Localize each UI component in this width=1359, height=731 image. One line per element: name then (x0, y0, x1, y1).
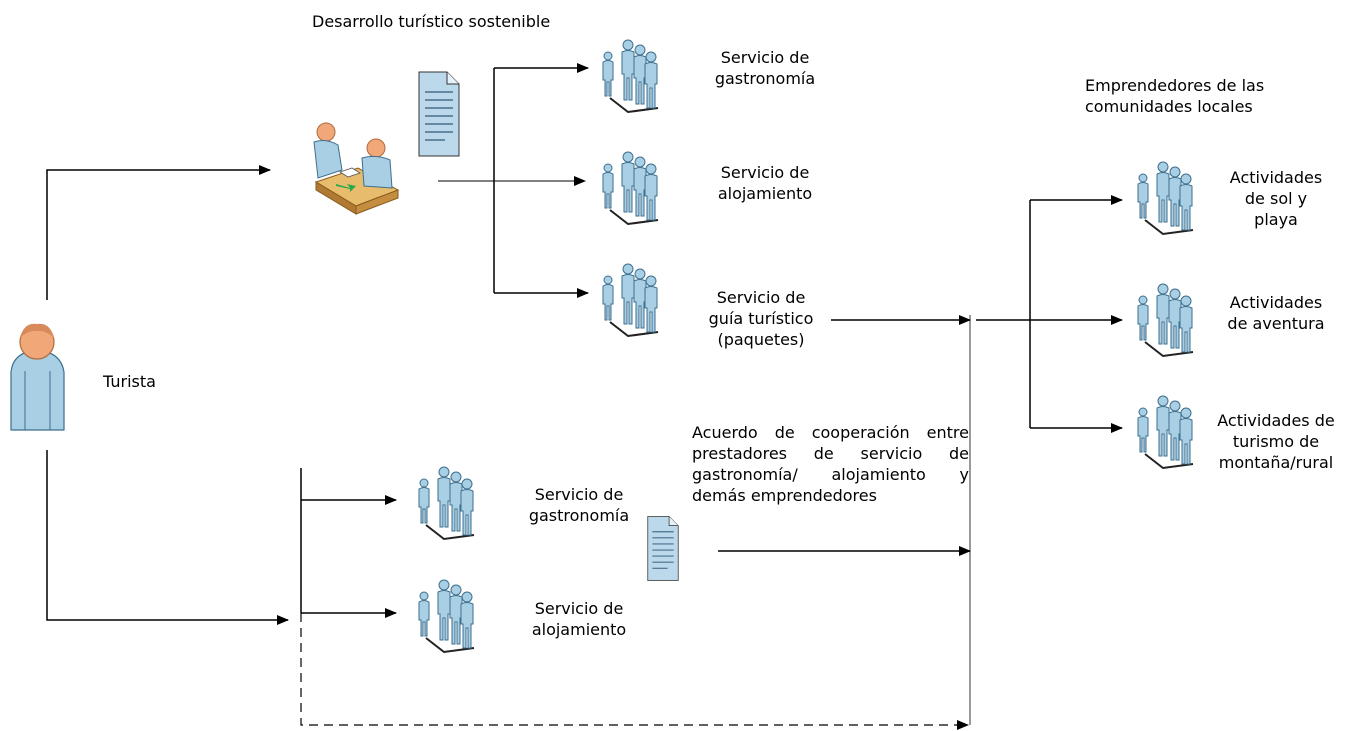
top-service-lodging-label: Servicio de alojamiento (717, 163, 813, 203)
document-icon (647, 515, 679, 582)
document-icon (418, 71, 460, 157)
people-group-icon (1137, 283, 1194, 357)
tourist-label: Turista (103, 372, 156, 391)
people-group-icon (602, 263, 659, 337)
activity-mountain-label: Actividades de turismo de montaña/rural (1217, 411, 1335, 472)
activity-adventure-label: Actividades de aventura (1227, 293, 1325, 333)
top-service-guide-label: Servicio de guía turístico (paquetes) (708, 288, 814, 349)
people-group-icon (602, 39, 659, 113)
person-icon (10, 323, 65, 431)
bottom-service-gastronomy-label: Servicio de gastronomía (528, 485, 630, 525)
arrow-tourist-to-meeting (46, 165, 271, 300)
top-service-gastronomy-label: Servicio de gastronomía (714, 48, 816, 88)
people-group-icon (602, 151, 659, 225)
arrow-tourist-to-bottom (46, 450, 289, 625)
bottom-service-lodging-label: Servicio de alojamiento (531, 599, 627, 639)
people-group-icon (418, 579, 475, 653)
agreement-text: Acuerdo de cooperación entre prestadores… (692, 423, 969, 505)
people-group-icon (418, 466, 475, 540)
people-group-icon (1137, 161, 1194, 235)
diagram-title: Desarrollo turístico sostenible (312, 12, 551, 31)
connectors (46, 63, 1123, 730)
activity-sun-beach-label: Actividades de sol y playa (1229, 168, 1323, 229)
dashed-direct-route (300, 613, 969, 730)
people-group-icon (1137, 395, 1194, 469)
meeting-desk-icon (313, 122, 400, 215)
entrepreneurs-heading: Emprendedores de las comunidades locales (1085, 76, 1265, 116)
